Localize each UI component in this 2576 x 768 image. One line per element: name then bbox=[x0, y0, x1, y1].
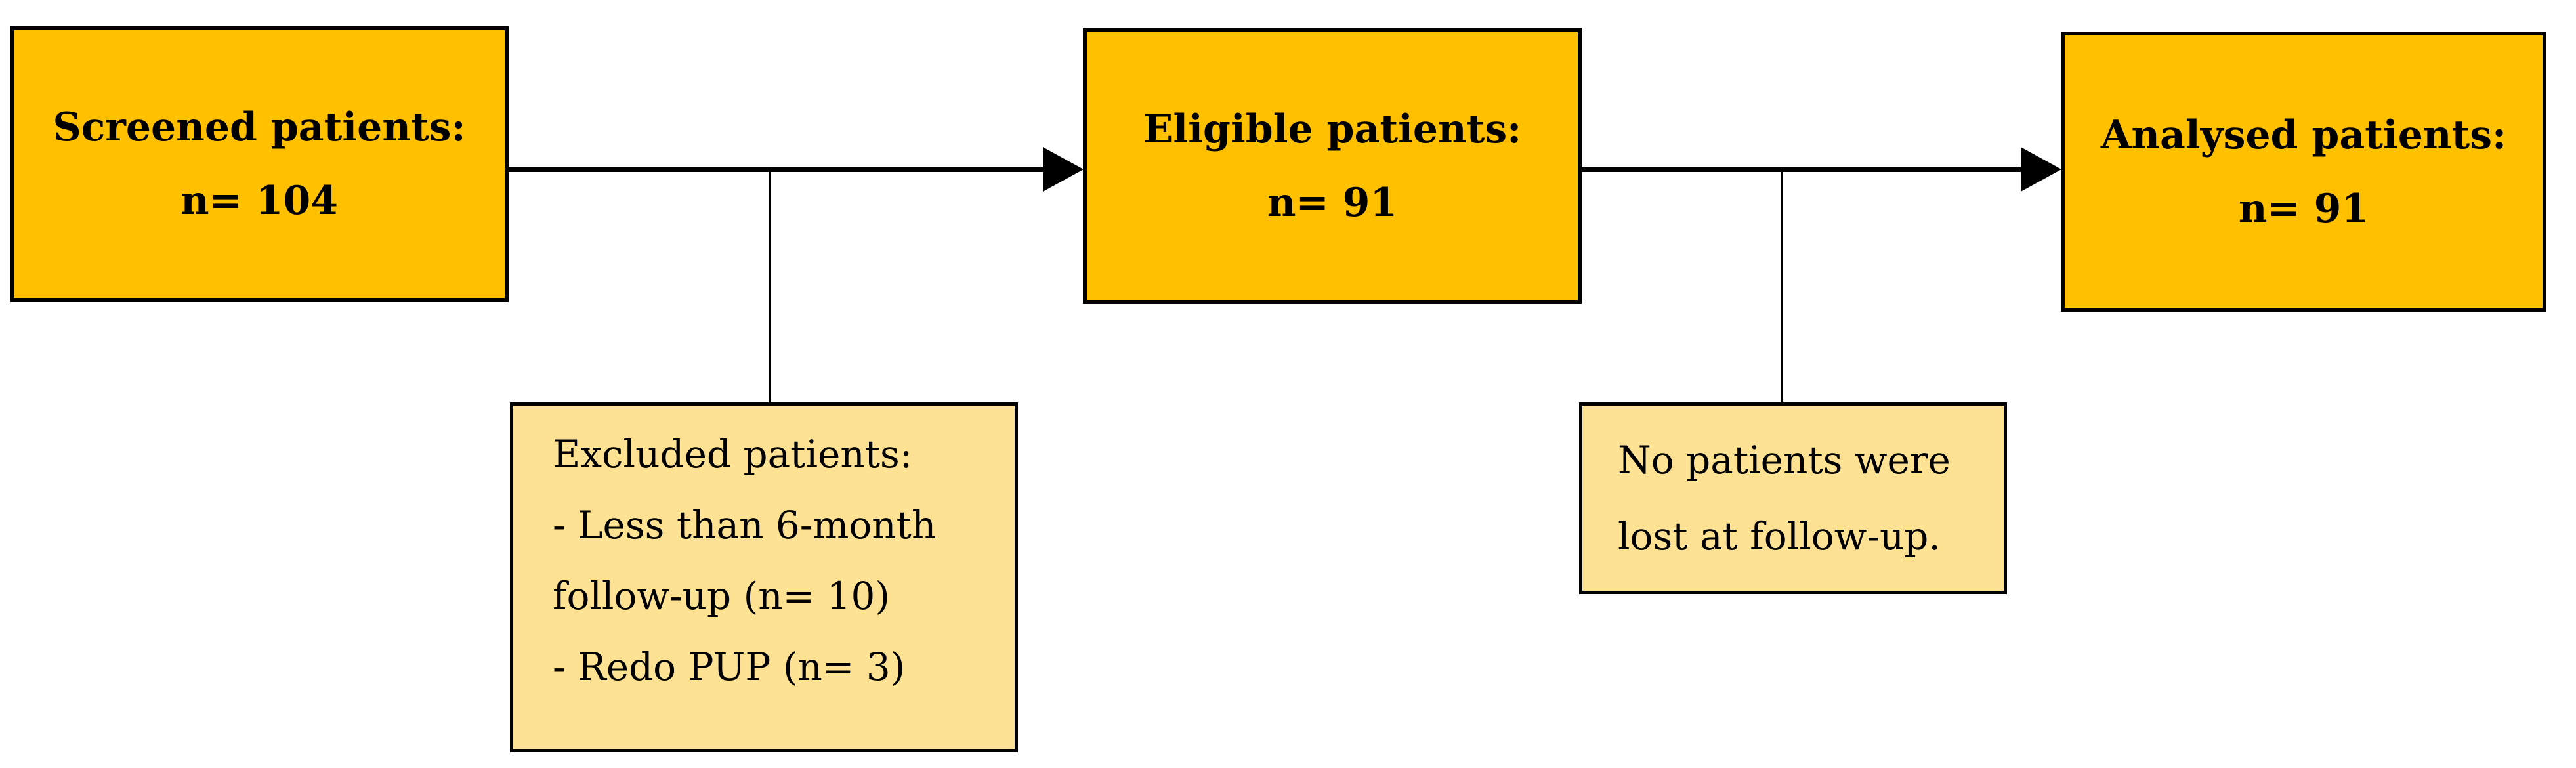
excluded-reason-1: - Less than 6-month bbox=[553, 503, 937, 547]
connector-to-not-lost-box bbox=[1781, 169, 1783, 402]
arrow-eligible-to-analysed-line bbox=[1582, 167, 2021, 172]
screened-patients-label: Screened patients: bbox=[53, 104, 466, 150]
no-patients-lost-line-1: No patients were bbox=[1618, 438, 1951, 482]
no-patients-lost-line-2: lost at follow-up. bbox=[1618, 514, 1941, 559]
analysed-patients-box: Analysed patients: n= 91 bbox=[2061, 32, 2546, 312]
arrow-screened-to-eligible-line bbox=[509, 167, 1044, 172]
analysed-patients-label: Analysed patients: bbox=[2100, 112, 2507, 158]
no-patients-lost-box: No patients were lost at follow-up. bbox=[1579, 402, 2007, 594]
screened-patients-box: Screened patients: n= 104 bbox=[10, 26, 509, 302]
screened-patients-count: n= 104 bbox=[180, 178, 339, 224]
excluded-patients-label: Excluded patients: bbox=[553, 432, 913, 477]
eligible-patients-count: n= 91 bbox=[1267, 180, 1398, 226]
excluded-patients-box: Excluded patients: - Less than 6-month f… bbox=[510, 402, 1018, 752]
excluded-reason-1-continued: follow-up (n= 10) bbox=[553, 574, 891, 618]
eligible-patients-box: Eligible patients: n= 91 bbox=[1083, 28, 1582, 304]
arrowhead-right-icon bbox=[1043, 147, 1084, 192]
arrowhead-right-icon bbox=[2021, 147, 2061, 192]
eligible-patients-label: Eligible patients: bbox=[1143, 106, 1522, 152]
analysed-patients-count: n= 91 bbox=[2238, 185, 2369, 232]
excluded-reason-2: - Redo PUP (n= 3) bbox=[553, 645, 906, 689]
connector-to-excluded-box bbox=[769, 169, 771, 402]
